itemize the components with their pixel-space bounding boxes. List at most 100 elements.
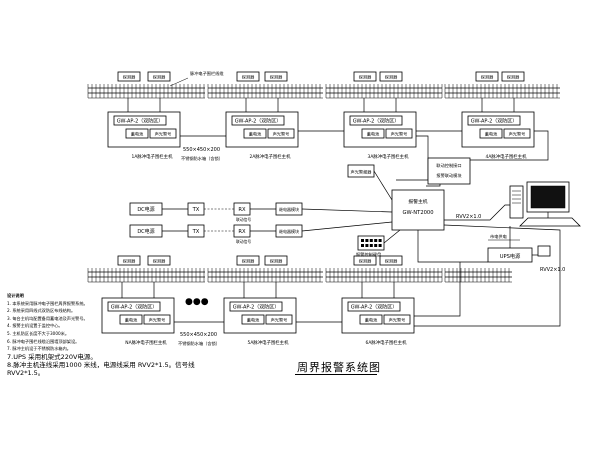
relay-box: [275, 224, 303, 238]
alarm-wire: [373, 170, 393, 201]
keyboard-label: 报警控制键盘: [356, 251, 381, 258]
siren-box: [149, 128, 177, 139]
power-plug: [537, 245, 551, 257]
equipment-layer: GW-AP-2（双防区）蓄电池声光警号1A脉冲电子围栏主机GW-AP-2（双防区…: [101, 111, 581, 347]
detector-box: [379, 255, 403, 266]
detector-label: 探测器: [359, 258, 372, 265]
relay-box: [275, 202, 303, 216]
rx-box: [233, 224, 251, 238]
rvv-label-2: RVV2×1.0: [540, 267, 565, 273]
host-model-box: [107, 301, 161, 312]
host-model: GW-AP-2（双防区）: [471, 118, 518, 125]
detector-label: 探测器: [385, 74, 398, 81]
pc-tower: [509, 185, 524, 219]
battery-label: 蓄电池: [367, 130, 380, 137]
host-unit: GW-AP-2（双防区）蓄电池声光警号6A脉冲电子围栏主机: [341, 297, 415, 346]
rvv-label: RVV2×1.0: [456, 214, 481, 220]
siren-box: [503, 128, 531, 139]
fence-section: 探测器 探测器: [325, 255, 443, 283]
host-caption: 2A脉冲电子围栏主机: [250, 153, 292, 160]
detector-label: 探测器: [385, 258, 398, 265]
host-unit: GW-AP-2（双防区） 蓄电池 声光警号 NA脉冲电子围栏主机: [101, 297, 175, 346]
diagram-title: 周界报警系统图: [297, 361, 381, 374]
ups-box: [487, 247, 533, 263]
note-item-large: 7.UPS 采用机架式220V电源。: [7, 352, 97, 361]
sound-light-box: [347, 164, 375, 178]
note-item-large: 8.脉冲主机连线采用1000 米线，电源线采用 RVV2*1.5。信号线RVV2…: [7, 360, 195, 377]
host-model: GW-AP-2（双防区）: [235, 118, 282, 125]
host-unit: GW-AP-2（双防区）蓄电池声光警号3A脉冲电子围栏主机: [343, 111, 417, 160]
keyboard-key: [365, 239, 369, 242]
ups-label: UPS电源: [500, 252, 521, 260]
relay-label: 继电器模块: [279, 206, 299, 212]
monitor-screen: [530, 185, 566, 209]
keyboard: [519, 217, 581, 227]
keyboard-panel: [357, 235, 385, 251]
host-model-box: [229, 301, 283, 312]
detector-box: [147, 71, 171, 82]
ups-wire: [417, 230, 488, 263]
battery-box: [243, 128, 267, 139]
detector-box: [264, 71, 288, 82]
enclosure-desc: 不锈钢防水箱（含锁）: [181, 155, 223, 162]
detector-label: 探测器: [242, 74, 255, 81]
bus-wire: [414, 224, 561, 327]
host-caption: NA脉冲电子围栏主机: [125, 339, 167, 346]
battery-label: 蓄电池: [131, 130, 144, 137]
siren-label: 声光警号: [273, 130, 290, 137]
detector-label: 探测器: [153, 74, 166, 81]
detector-label: 探测器: [270, 258, 283, 265]
host-model-box: [349, 115, 403, 126]
battery-label: 蓄电池: [125, 316, 138, 323]
title-underline: [295, 374, 377, 375]
computer-workstation: [509, 181, 581, 227]
alarm-host-name: 报警主机: [408, 198, 427, 205]
detector-label: 探测器: [359, 74, 372, 81]
keyboard-key: [378, 239, 382, 242]
siren-label: 声光警号: [149, 316, 166, 323]
alarm-host-box: [391, 189, 445, 231]
enclosure-desc: 不锈钢防水箱（含锁）: [178, 340, 220, 347]
keyboard-key: [378, 244, 382, 247]
battery-box: [479, 128, 503, 139]
battery-box: [361, 128, 385, 139]
host-caption: 1A脉冲电子围栏主机: [132, 153, 174, 160]
rx-label: RX: [238, 207, 246, 213]
host-model: GW-AP-2（双防区）: [111, 304, 158, 311]
note-item: 3. 每台主机均配置备用蓄电池及声光警号。: [7, 315, 88, 321]
fence-section: [444, 268, 512, 283]
host-model: GW-AP-2（双防区）: [353, 118, 400, 125]
host-model-box: [113, 115, 167, 126]
detector-label: 探测器: [123, 74, 136, 81]
enclosure-size: 550×450×200: [183, 147, 220, 153]
detector-label: 探测器: [242, 258, 255, 265]
dc-power-box: [129, 224, 163, 238]
keyboard-key: [369, 244, 373, 247]
host-model-box: [347, 301, 401, 312]
battery-box: [119, 314, 143, 325]
alarm-host-model: GW-NT2000: [402, 210, 433, 216]
design-notes: 设计说明 1. 本系统采用脉冲电子围栏周界报警系统。 2. 系统采用四线式双防区…: [7, 292, 207, 377]
host-unit: GW-AP-2（双防区）蓄电池声光警号5A脉冲电子围栏主机: [223, 297, 297, 346]
network-module-box: [427, 157, 471, 185]
wiring-layer: [121, 98, 561, 327]
battery-label: 蓄电池: [485, 130, 498, 137]
fence-section: 探测器 探测器: [207, 255, 323, 283]
battery-label: 蓄电池: [365, 316, 378, 323]
host-model: GW-AP-2（双防区）: [117, 118, 164, 125]
host-model: GW-AP-2（双防区）: [351, 304, 398, 311]
detector-label: 探测器: [507, 74, 520, 81]
fence-layer: 探测器探测器探测器探测器探测器探测器探测器探测器脉冲电子围栏线缆探测器探测器探测…: [87, 70, 560, 283]
note-item: 5. 主机防区长度不大于3000米。: [7, 330, 70, 336]
siren-label: 声光警号: [509, 130, 526, 137]
relay-to-host-wire: [301, 208, 393, 213]
detector-box: [147, 255, 171, 266]
detector-box: [117, 71, 141, 82]
bus-wire: [426, 130, 549, 187]
siren-box: [383, 314, 411, 325]
rx-label: RX: [238, 229, 246, 235]
notes-heading: 设计说明: [7, 293, 24, 298]
keyboard-key: [374, 239, 378, 242]
siren-label: 声光警号: [389, 316, 406, 323]
